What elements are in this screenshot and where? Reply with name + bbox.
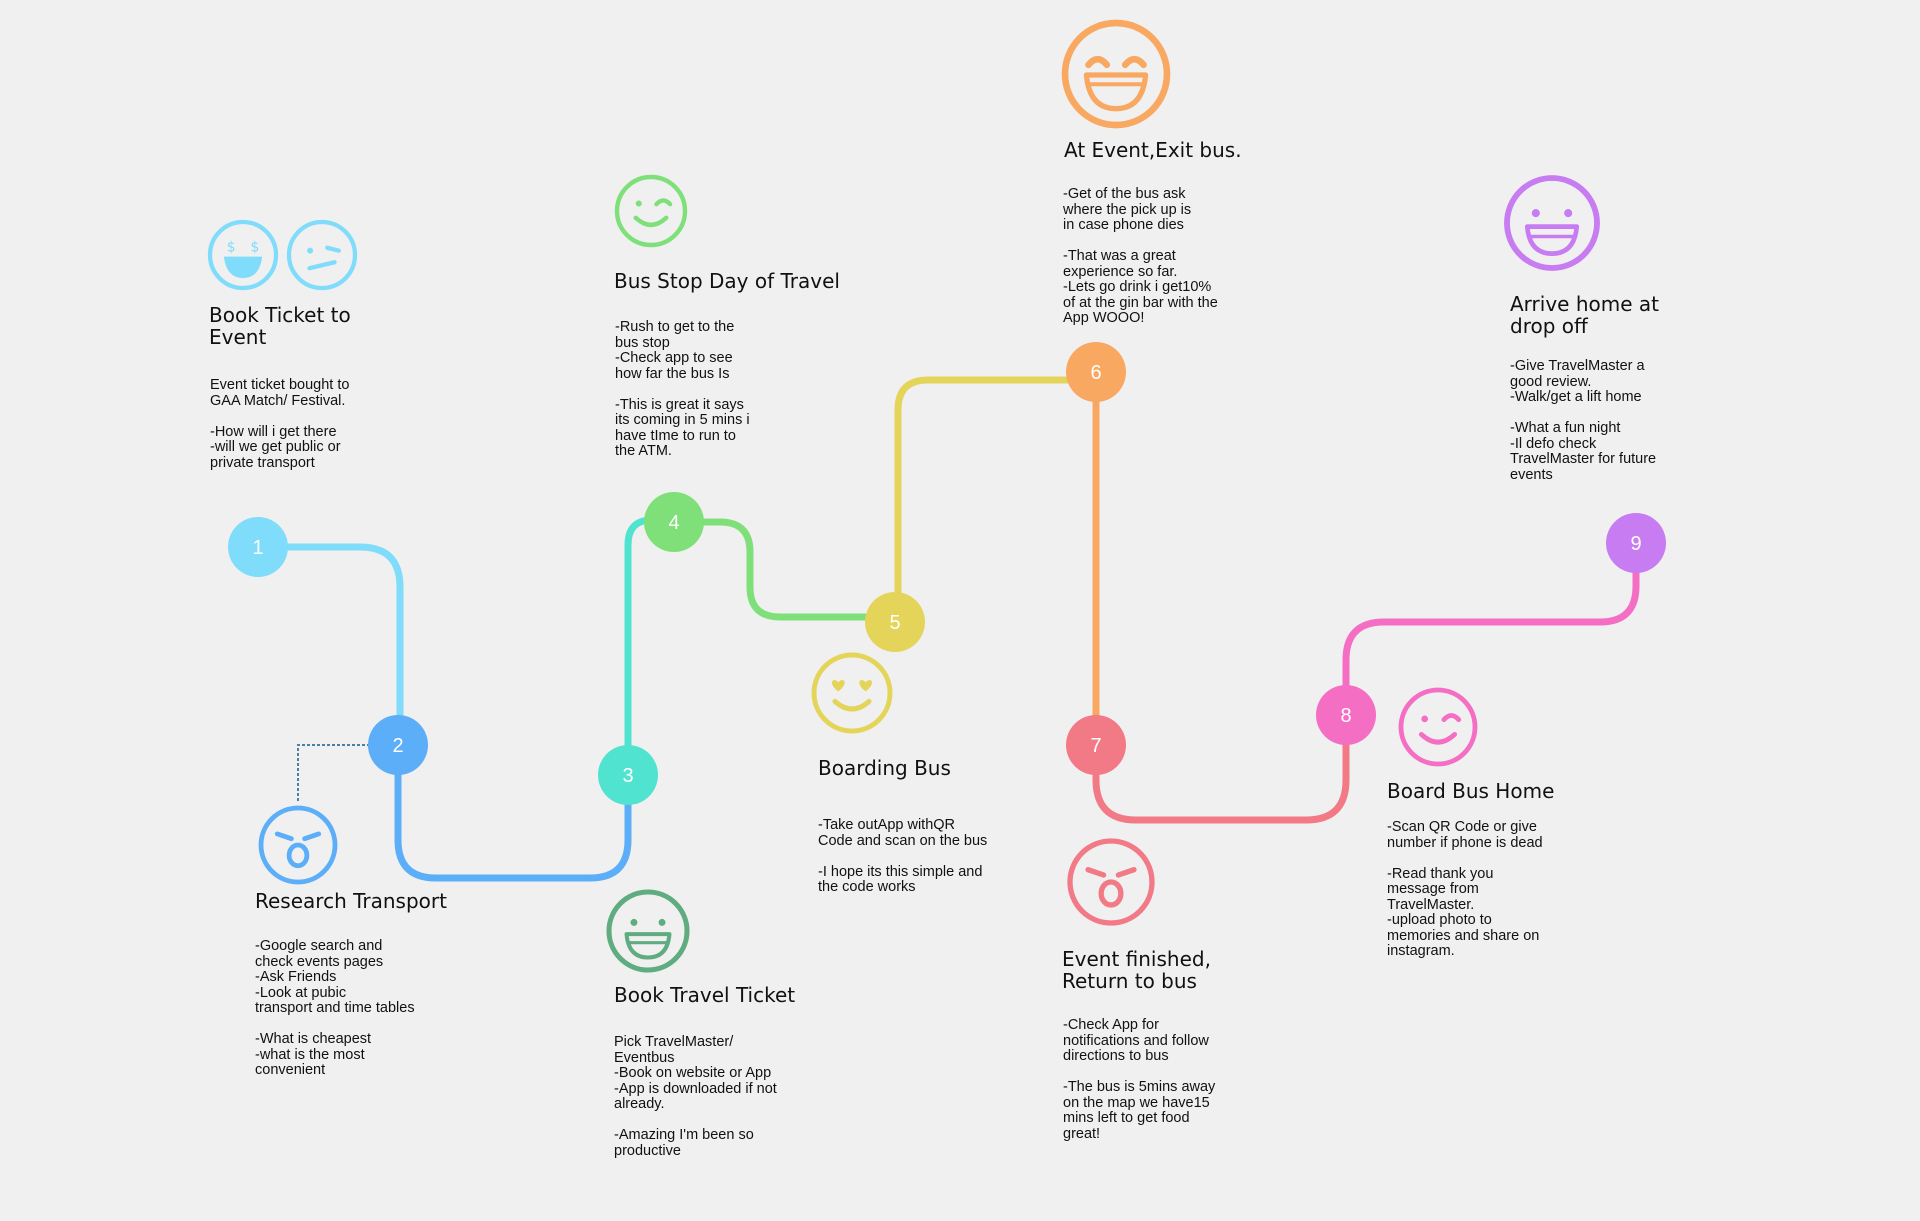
stage-node-circle: [1316, 685, 1376, 745]
path-segment-4-5: [670, 518, 899, 621]
stage-node-number: 6: [1090, 362, 1101, 384]
money-eyes-face-icon: $$: [207, 219, 279, 291]
stage-6-title: At Event,Exit bus.: [1064, 138, 1242, 162]
path-segment-8-9: [1342, 539, 1640, 719]
stage-node-number: 7: [1090, 735, 1101, 757]
winking-face-icon: [614, 174, 688, 248]
stage-node-3: 3: [598, 745, 658, 805]
stage-node-number: 3: [622, 765, 633, 787]
path-segment-7-8: [1092, 711, 1350, 824]
stage-2-notes: -Google search and check events pages -A…: [255, 938, 415, 1078]
skeptical-face-icon: [286, 219, 358, 291]
stage-4-notes: -Rush to get to the bus stop -Check app …: [615, 319, 750, 459]
stage-7-title: Event finished, Return to bus: [1062, 947, 1211, 993]
stage-4-title: Bus Stop Day of Travel: [614, 269, 840, 293]
big-grin-face-icon: [1504, 175, 1600, 271]
stage-node-9: 9: [1606, 513, 1666, 573]
stage-6-notes: -Get of the bus ask where the pick up is…: [1063, 186, 1218, 326]
stage-node-6: 6: [1066, 342, 1126, 402]
stage-5-notes: -Take outApp withQR Code and scan on the…: [818, 817, 988, 895]
stage-node-number: 9: [1630, 533, 1641, 555]
laughing-face-icon: [1061, 19, 1171, 129]
stage-node-number: 5: [889, 612, 900, 634]
path-segment-3-4: [624, 516, 674, 779]
stage-node-circle: [865, 592, 925, 652]
stage-3-title: Book Travel Ticket: [614, 983, 796, 1007]
stage-node-circle: [1606, 513, 1666, 573]
heart-eyes-face-icon: [811, 652, 893, 734]
stage-8-title: Board Bus Home: [1387, 779, 1555, 803]
stage-node-circle: [1066, 342, 1126, 402]
stage-9-notes: -Give TravelMaster a good review. -Walk/…: [1510, 358, 1657, 483]
path-segment-5-6: [894, 376, 1099, 626]
stage-2-title: Research Transport: [255, 889, 447, 913]
path-segment-2-3: [394, 741, 632, 882]
grinning-face-icon: [606, 889, 690, 973]
stage-node-5: 5: [865, 592, 925, 652]
stage-7-notes: -Check App for notifications and follow …: [1063, 1017, 1216, 1142]
stage-8-notes: -Scan QR Code or give number if phone is…: [1387, 819, 1543, 959]
tired-face-icon: [1067, 838, 1155, 926]
stage-2-connector: [297, 744, 370, 803]
journey-nodes: 1 2 3 4 5 6 7 8 9: [228, 342, 1666, 805]
stage-node-circle: [598, 745, 658, 805]
svg-text:$: $: [250, 240, 259, 256]
path-segment-1-2: [254, 543, 404, 749]
stage-node-circle: [228, 517, 288, 577]
stage-9-title: Arrive home at drop off: [1510, 292, 1659, 338]
stage-node-8: 8: [1316, 685, 1376, 745]
stage-node-number: 8: [1340, 705, 1351, 727]
stage-node-circle: [1066, 715, 1126, 775]
emotion-faces: $$: [207, 19, 1600, 973]
journey-path: [254, 368, 1640, 882]
stage-5-title: Boarding Bus: [818, 756, 951, 780]
stage-node-number: 1: [252, 537, 263, 559]
winking-face-icon: [1398, 687, 1478, 767]
stage-node-7: 7: [1066, 715, 1126, 775]
stage-node-circle: [368, 715, 428, 775]
stage-node-number: 4: [668, 512, 679, 534]
svg-text:$: $: [227, 240, 236, 256]
stage-3-notes: Pick TravelMaster/ Eventbus -Book on web…: [614, 1034, 777, 1159]
stage-1-title: Book Ticket to Event: [209, 303, 351, 349]
stage-1-notes: Event ticket bought to GAA Match/ Festiv…: [210, 377, 350, 471]
stage-node-2: 2: [368, 715, 428, 775]
stage-node-4: 4: [644, 492, 704, 552]
tired-face-icon: [258, 805, 338, 885]
stage-node-circle: [644, 492, 704, 552]
stage-node-number: 2: [392, 735, 403, 757]
stage-node-1: 1: [228, 517, 288, 577]
